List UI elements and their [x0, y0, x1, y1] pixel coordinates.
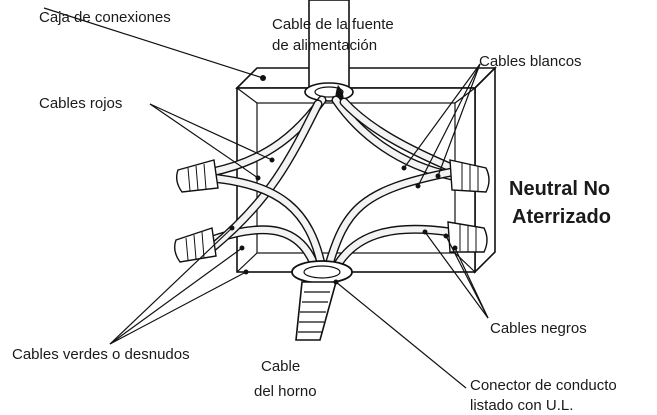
label-power-cable-2: de alimentación [272, 37, 377, 54]
label-oven-cable-2: del horno [254, 383, 317, 400]
power-supply-cable [304, 0, 354, 107]
leader-lines [43, 7, 489, 389]
label-neutral-2: Aterrizado [512, 206, 611, 228]
label-black-wires: Cables negros [490, 320, 587, 337]
label-red-wires: Cables rojos [39, 95, 122, 112]
wire-nut-upper-right [449, 159, 490, 193]
label-junction-box: Caja de conexiones [39, 9, 171, 26]
label-conduit-1: Conector de conducto [470, 377, 617, 394]
conduit-connector [291, 260, 353, 284]
label-conduit-2: listado con U.L. [470, 397, 573, 414]
label-white-wires: Cables blancos [479, 53, 582, 70]
wires [207, 95, 457, 273]
label-neutral-1: Neutral No [509, 178, 610, 200]
wire-nut-lower-left [173, 227, 217, 263]
label-oven-cable-1: Cable [261, 358, 300, 375]
wire-nut-upper-left [175, 159, 219, 193]
label-power-cable-1: Cable de la fuente [272, 16, 394, 33]
label-green-wires: Cables verdes o desnudos [12, 346, 190, 363]
wire-nut-lower-right [447, 221, 488, 253]
oven-cable [295, 281, 338, 341]
